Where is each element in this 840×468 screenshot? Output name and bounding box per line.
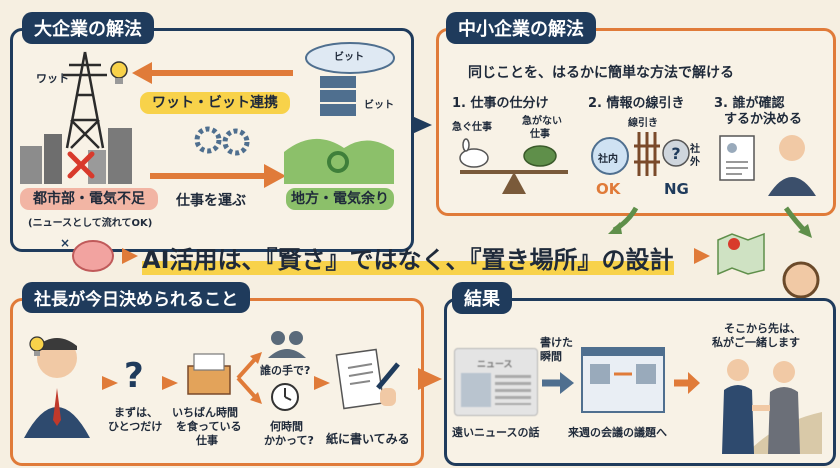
far-news-label: 遠いニュースの話: [452, 426, 540, 439]
step3-title-2: するか決める: [724, 112, 803, 127]
sme-to-banner-arrow-left: [608, 206, 639, 234]
inside-circle-icon: [591, 137, 629, 175]
step1-line2: ひとつだけ: [108, 420, 163, 433]
brain-icon: [72, 240, 114, 272]
reviewer-person-icon: [768, 135, 816, 196]
handshake-people-icon: [722, 359, 822, 454]
city-note: (ニュースとして流れてOK): [28, 218, 153, 229]
power-tower-icon: [63, 51, 107, 149]
ceo-arrow-3: [314, 376, 330, 390]
sme-panel: [436, 28, 836, 216]
banner-small-cross: ×: [60, 236, 71, 250]
step1-line1: まずは、: [114, 406, 158, 419]
wrote-line2: 瞬間: [540, 350, 562, 363]
ok-label: OK: [596, 180, 621, 198]
sme-subtitle: 同じことを、はるかに簡単な方法で解ける: [468, 65, 734, 81]
ceo-lightbulb-icon: [29, 336, 45, 356]
link-arrow: [132, 62, 293, 84]
after-line2: 私がご一緒します: [712, 336, 800, 349]
bit-side-label: ビット: [364, 100, 394, 111]
cloud-icon: [305, 42, 395, 74]
meeting-screen-icon: [581, 347, 665, 413]
document-check-icon: [719, 135, 755, 181]
result-arrow-1: [542, 372, 574, 394]
svg-text:?: ?: [671, 144, 680, 163]
sme-title: 中小企業の解法: [446, 12, 596, 44]
hours-line1: 何時間: [270, 420, 303, 433]
step2-title: 2. 情報の線引き: [588, 96, 685, 111]
non-urgent-label-2: 仕事: [530, 129, 550, 140]
ceo-title: 社長が今日決められること: [22, 282, 250, 313]
next-meeting-label: 来週の会議の議題へ: [568, 426, 667, 439]
bit-top-label: ビット: [334, 52, 364, 63]
urgent-work-label: 急ぐ仕事: [452, 122, 492, 133]
after-line1: そこから先は、: [724, 322, 801, 335]
rural-surplus-label: 地方・電気余り: [286, 188, 394, 210]
city-buildings-icon: [20, 128, 132, 184]
people-icon: [268, 331, 306, 358]
carry-arrow: [150, 164, 286, 188]
news-blur-text: ニュース: [477, 360, 513, 370]
step2-line3: 仕事: [196, 434, 218, 447]
turtle-icon: [523, 145, 557, 167]
question-icon: ?: [662, 139, 690, 167]
carry-work-label: 仕事を運ぶ: [176, 193, 246, 209]
map-pin-icon: [717, 232, 765, 276]
step2-line2: を食っている: [176, 420, 242, 433]
rabbit-icon: [459, 138, 489, 168]
file-box-icon: [187, 353, 231, 395]
non-urgent-label-1: 急がない: [522, 116, 562, 127]
gear-icon: [194, 126, 250, 156]
branch-arrows: [236, 352, 262, 404]
sme-to-banner-arrow-right: [783, 206, 812, 238]
line-label: 線引き: [628, 118, 658, 129]
cross-mark-icon: [67, 151, 95, 179]
hours-line2: かかって?: [264, 434, 314, 447]
result-arrow-2: [674, 372, 700, 394]
step1-title: 1. 仕事の仕分け: [452, 96, 549, 111]
question-mark-icon: ?: [124, 356, 144, 396]
step3-title-1: 3. 誰が確認: [714, 96, 785, 111]
city-shortage-label: 都市部・電気不足: [20, 188, 158, 210]
step2-line1: いちばん時間: [172, 406, 238, 419]
blurred-news-card: ニュース: [454, 348, 538, 416]
main-banner-text: AI活用は、『賢さ』ではなく、『置き場所』の設計: [142, 240, 674, 275]
paper-pen-icon: [335, 348, 400, 410]
news-lines-block: [495, 375, 531, 405]
banner-left-arrow: [122, 248, 138, 264]
write-on-paper-label: 紙に書いてみる: [326, 432, 410, 446]
news-image-block: [461, 373, 491, 407]
lightbulb-icon: [110, 61, 128, 84]
outside-label-1: 社: [690, 144, 700, 155]
fence-icon: [634, 132, 660, 176]
watt-label: ワット: [36, 72, 69, 85]
ceo-arrow-2: [162, 376, 178, 390]
ng-label: NG: [664, 180, 689, 198]
big-company-title: 大企業の解法: [22, 12, 154, 44]
ceo-person-icon: [24, 338, 90, 438]
watt-bit-link-label: ワット・ビット連携: [140, 92, 290, 114]
server-icon: [320, 76, 356, 116]
wrote-line1: 書けた: [540, 336, 573, 349]
big-to-sme-arrow: [412, 116, 432, 134]
banner-right-arrow: [694, 248, 710, 264]
who-question: 誰の手で?: [260, 364, 311, 377]
ceo-arrow-1: [102, 376, 118, 390]
result-title: 結果: [452, 282, 512, 314]
outside-label-2: 外: [690, 157, 700, 168]
balance-scale-icon: [460, 170, 568, 194]
rural-landscape-icon: [284, 138, 394, 184]
clock-icon: [271, 383, 299, 411]
ceo-to-result-arrow: [418, 368, 442, 390]
inside-label: 社内: [598, 154, 618, 165]
